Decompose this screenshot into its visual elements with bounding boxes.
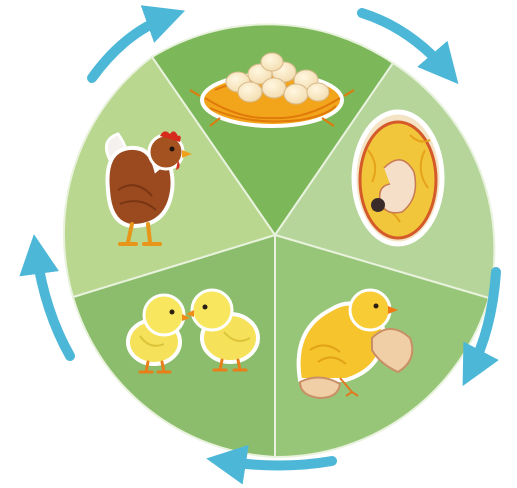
embryo-in-egg-icon — [354, 112, 442, 244]
arrow-left — [36, 250, 70, 356]
arrow-bottom — [222, 461, 332, 466]
